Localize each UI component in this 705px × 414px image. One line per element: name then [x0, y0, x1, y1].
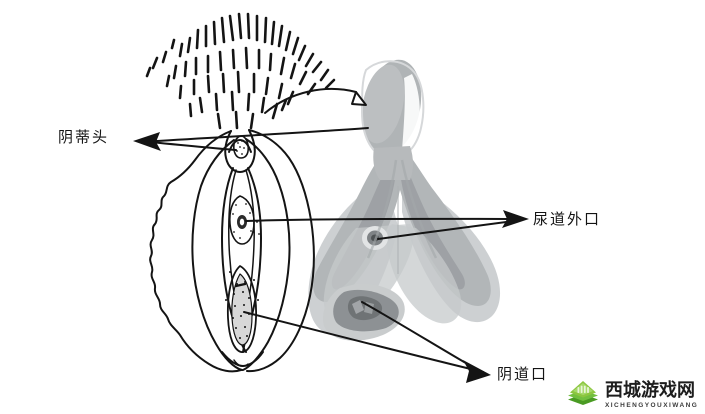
- arrowheads: [133, 132, 529, 383]
- label-vaginal-orifice: 阴道口: [497, 365, 549, 383]
- arrowhead-clitoral-glans: [133, 132, 161, 151]
- left-vulva-drawing: [149, 129, 315, 373]
- right-crus-inner: [400, 150, 465, 290]
- leader-urethra-left: [245, 217, 522, 222]
- labia-majora-right-outer: [246, 129, 315, 373]
- fourchette: [233, 359, 249, 367]
- left-vulva-urethra: [229, 195, 260, 245]
- watermark-title: 西城游戏网: [605, 379, 695, 401]
- stacked-layers-logo: [568, 381, 598, 405]
- label-clitoral-glans: 阴蒂头: [58, 128, 110, 146]
- glans-highlight: [402, 74, 420, 157]
- left-vulva-vagina: [225, 265, 259, 353]
- arrowhead-vaginal-orifice: [463, 360, 491, 383]
- leader-vagina-left: [243, 311, 484, 373]
- pubic-hair: [145, 12, 336, 130]
- watermark-subtitle: XICHENGYOUXIWANG: [605, 401, 699, 409]
- right-model-glans: [360, 59, 425, 160]
- leader-clitoris-right: [139, 127, 369, 143]
- right-vestibular-bulb: [387, 224, 462, 324]
- right-model-vestibule: [333, 289, 399, 332]
- transfer-arrow-head: [351, 91, 367, 106]
- transfer-arrow: [264, 87, 367, 114]
- body-shade-right: [400, 159, 438, 259]
- clitoris-neck: [373, 146, 413, 180]
- watermark-text-wrap: 西城游戏网 XICHENGYOUXIWANG: [605, 381, 698, 409]
- labia-majora-right-inner: [242, 138, 291, 371]
- labia-majora-left-outer: [149, 130, 242, 373]
- label-urethral-orifice: 尿道外口: [533, 210, 602, 228]
- body-shade-left: [366, 159, 398, 259]
- arrowhead-urethral-orifice: [502, 210, 529, 228]
- transfer-arrow-shaft: [264, 87, 357, 114]
- clitoral-hood: [224, 129, 256, 173]
- site-watermark: 西城游戏网 XICHENGYOUXIWANG: [566, 377, 703, 413]
- right-model-clitoris: [308, 59, 501, 341]
